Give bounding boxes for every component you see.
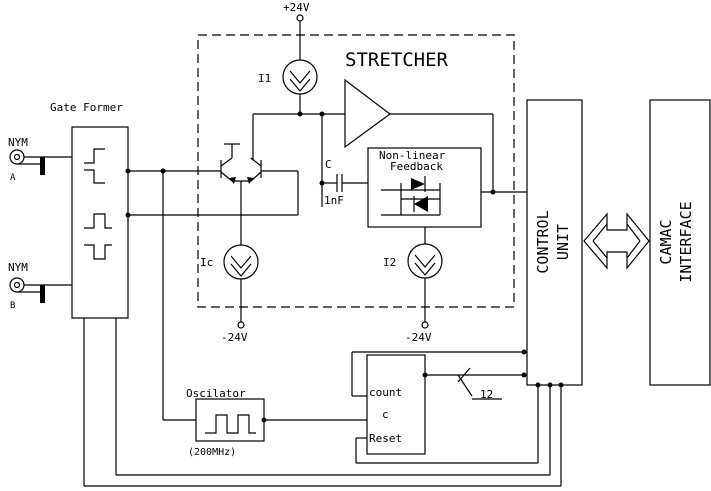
capacitor-label: C bbox=[325, 158, 332, 171]
oscillator-box bbox=[195, 398, 265, 442]
control-unit-box bbox=[526, 99, 583, 386]
supply-ic-terminal bbox=[237, 321, 245, 329]
transistor-pair-icon bbox=[220, 143, 262, 184]
supply-top-label: +24V bbox=[283, 1, 310, 14]
connector-b-icon bbox=[9, 277, 25, 293]
diode-pair-icon bbox=[381, 176, 441, 216]
supply-ic-label: -24V bbox=[221, 331, 248, 344]
feedback-label-line2: Feedback bbox=[390, 160, 443, 173]
current-source-ic bbox=[223, 244, 259, 280]
pulse-icon bbox=[84, 244, 112, 260]
i2-label: I2 bbox=[383, 256, 396, 269]
input-a-label: A bbox=[10, 173, 16, 183]
oscillator-label: Oscilator bbox=[186, 387, 246, 400]
camac-interface-box bbox=[649, 99, 711, 386]
feedback-label-line1: Non-linear bbox=[379, 149, 446, 162]
supply-i2-terminal bbox=[421, 321, 429, 329]
square-wave-icon bbox=[205, 414, 256, 434]
oscillator-frequency: (200MHz) bbox=[188, 447, 236, 458]
nym-a-label: NYM bbox=[8, 136, 28, 149]
control-unit-label-line2: UNIT bbox=[554, 224, 572, 260]
current-source-i1 bbox=[282, 59, 318, 95]
pulse-icon bbox=[84, 148, 105, 164]
amplifier-triangle bbox=[344, 78, 392, 149]
counter-box bbox=[366, 354, 426, 455]
counter-reset-label: Reset bbox=[369, 432, 402, 445]
camac-label-line1: CAMAC bbox=[657, 219, 675, 264]
capacitor-value: 1nF bbox=[324, 194, 344, 207]
counter-c-label: c bbox=[382, 408, 389, 421]
stretcher-label: STRETCHER bbox=[345, 49, 449, 71]
camac-label-line2: INTERFACE bbox=[677, 201, 695, 282]
control-unit-label-line1: CONTROL bbox=[534, 210, 552, 273]
gate-former-label: Gate Former bbox=[50, 101, 123, 114]
bus-width-label: 12 bbox=[480, 388, 493, 401]
nym-b-label: NYM bbox=[8, 261, 28, 274]
i1-label: I1 bbox=[258, 72, 271, 85]
pulse-icon bbox=[84, 169, 105, 184]
ic-label: Ic bbox=[200, 256, 213, 269]
connector-a-icon bbox=[9, 149, 25, 165]
bus-slash bbox=[457, 374, 473, 397]
pulse-icon bbox=[84, 213, 112, 229]
gate-former-box bbox=[71, 126, 129, 319]
input-b-label: B bbox=[10, 301, 15, 311]
supply-top-terminal bbox=[296, 14, 304, 22]
counter-count-label: count bbox=[369, 386, 402, 399]
current-source-i2 bbox=[407, 243, 443, 279]
supply-i2-label: -24V bbox=[405, 331, 432, 344]
